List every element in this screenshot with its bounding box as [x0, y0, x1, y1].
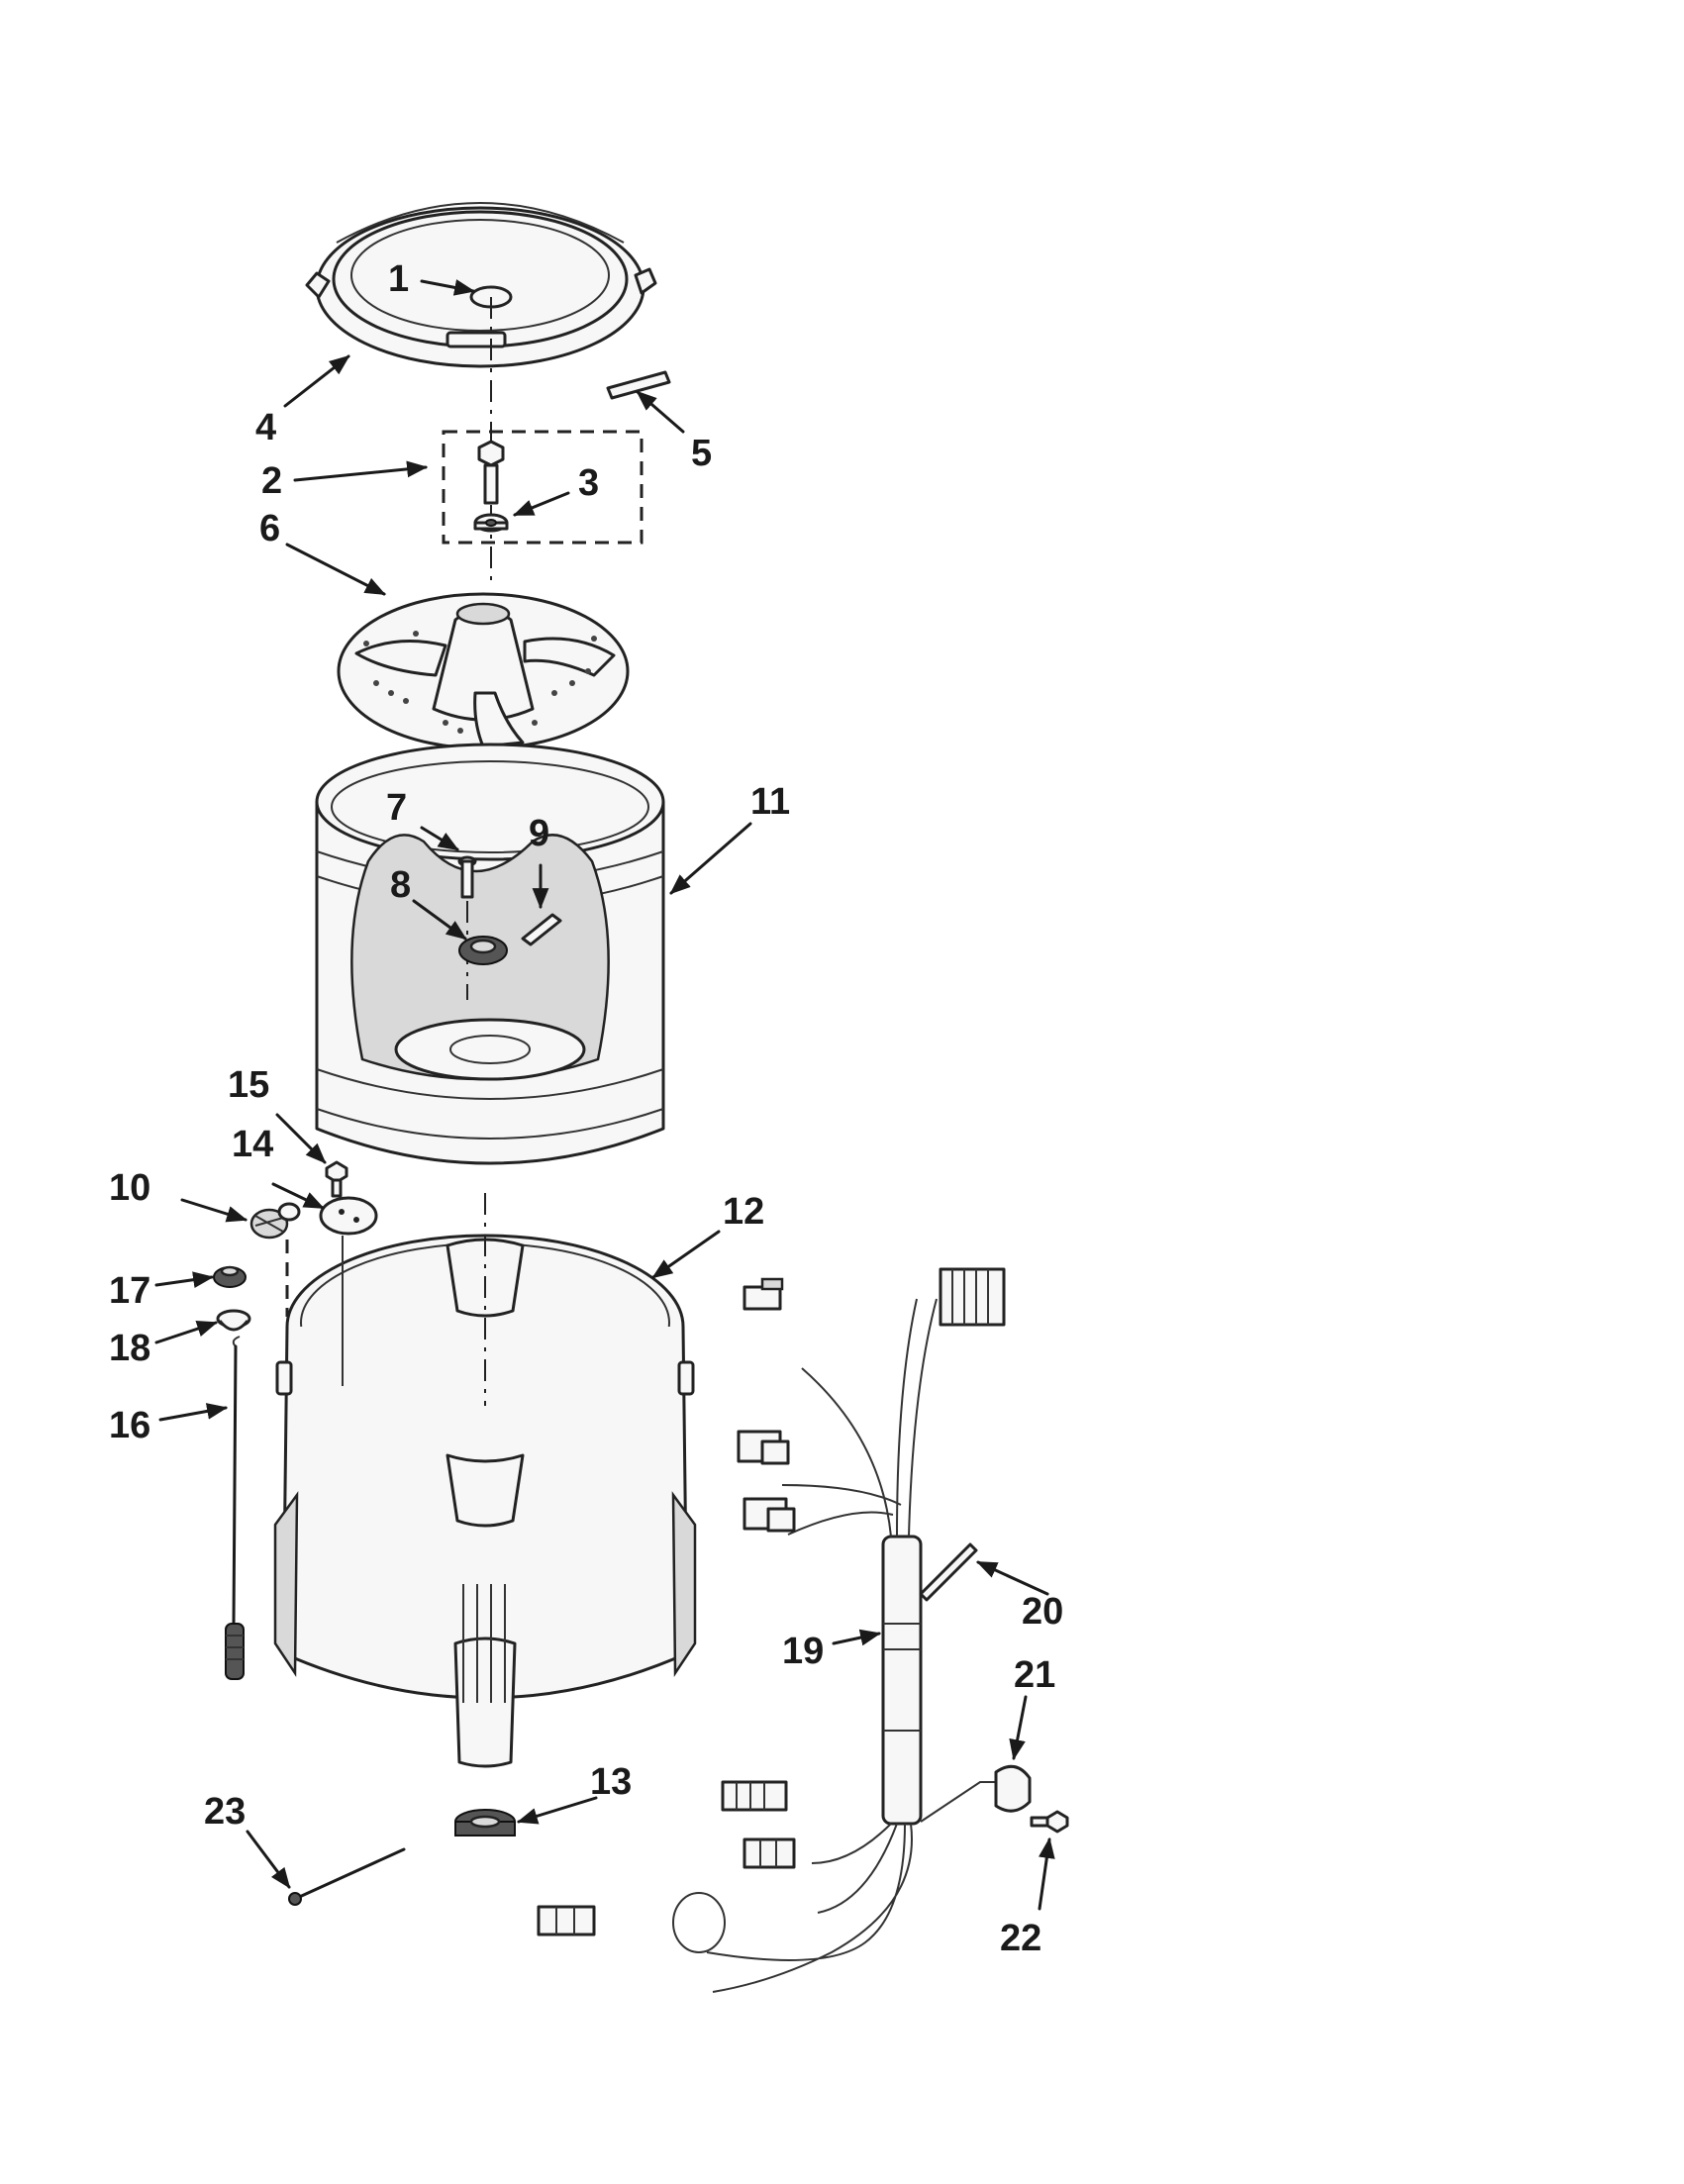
callout-21: 21: [1014, 1654, 1055, 1696]
impeller-part: [337, 592, 630, 750]
tub-ring-part: [305, 202, 657, 368]
callout-11: 11: [750, 781, 790, 823]
callout-3: 3: [578, 462, 599, 504]
callout-20: 20: [1022, 1591, 1063, 1633]
callout-13: 13: [590, 1761, 632, 1803]
connector-b: [939, 1267, 1006, 1327]
callout-22: 22: [1000, 1918, 1041, 1959]
connector-c: [737, 1430, 790, 1465]
callout-23: 23: [204, 1791, 246, 1833]
callout-8: 8: [390, 864, 411, 906]
wire-harness-part: [537, 1267, 1006, 1993]
clamp-part: [994, 1764, 1032, 1813]
tube-part: [919, 1542, 978, 1602]
spring-part: [249, 1202, 301, 1240]
callout-7: 7: [386, 787, 407, 829]
callout-18: 18: [109, 1328, 150, 1369]
callout-17: 17: [109, 1270, 150, 1312]
bolt-part: [477, 440, 505, 505]
connector-a: [743, 1277, 784, 1311]
callout-9: 9: [529, 813, 549, 854]
callout-1: 1: [388, 258, 409, 300]
callout-5: 5: [691, 433, 712, 474]
probe-part: [288, 1847, 406, 1906]
suspension-rod-part: [225, 1336, 245, 1680]
screw-part: [457, 855, 477, 899]
connector-d: [743, 1497, 796, 1533]
damper-cap-part: [213, 1265, 247, 1288]
bracket-plate-part: [319, 1196, 378, 1236]
clip-part: [521, 913, 562, 946]
connector-e: [721, 1780, 788, 1812]
callout-labels: 1 2 3 4 5 6 7 8 9 10 11 12 13 14 15 16 1…: [109, 258, 1063, 1959]
harness-screw-part: [1030, 1810, 1069, 1834]
strip-part: [606, 370, 671, 400]
callout-16: 16: [109, 1405, 150, 1446]
callout-6: 6: [259, 508, 280, 549]
callout-12: 12: [723, 1191, 764, 1233]
damper-cup-part: [216, 1309, 251, 1332]
tub-seal-part: [454, 1809, 516, 1837]
drive-hub-part: [458, 936, 508, 965]
callout-15: 15: [228, 1064, 269, 1106]
outer-tub-part: [273, 1234, 697, 1768]
callout-19: 19: [782, 1631, 824, 1672]
callout-leaders: [154, 279, 1055, 1911]
callout-2: 2: [261, 460, 282, 502]
bracket-screw-part: [325, 1160, 348, 1198]
callout-14: 14: [232, 1124, 273, 1165]
bolt-kit-box: [442, 430, 644, 545]
washer-part: [473, 513, 509, 533]
connector-f: [743, 1837, 796, 1869]
callout-4: 4: [255, 407, 276, 448]
connector-g: [537, 1905, 596, 1936]
callout-10: 10: [109, 1167, 150, 1209]
